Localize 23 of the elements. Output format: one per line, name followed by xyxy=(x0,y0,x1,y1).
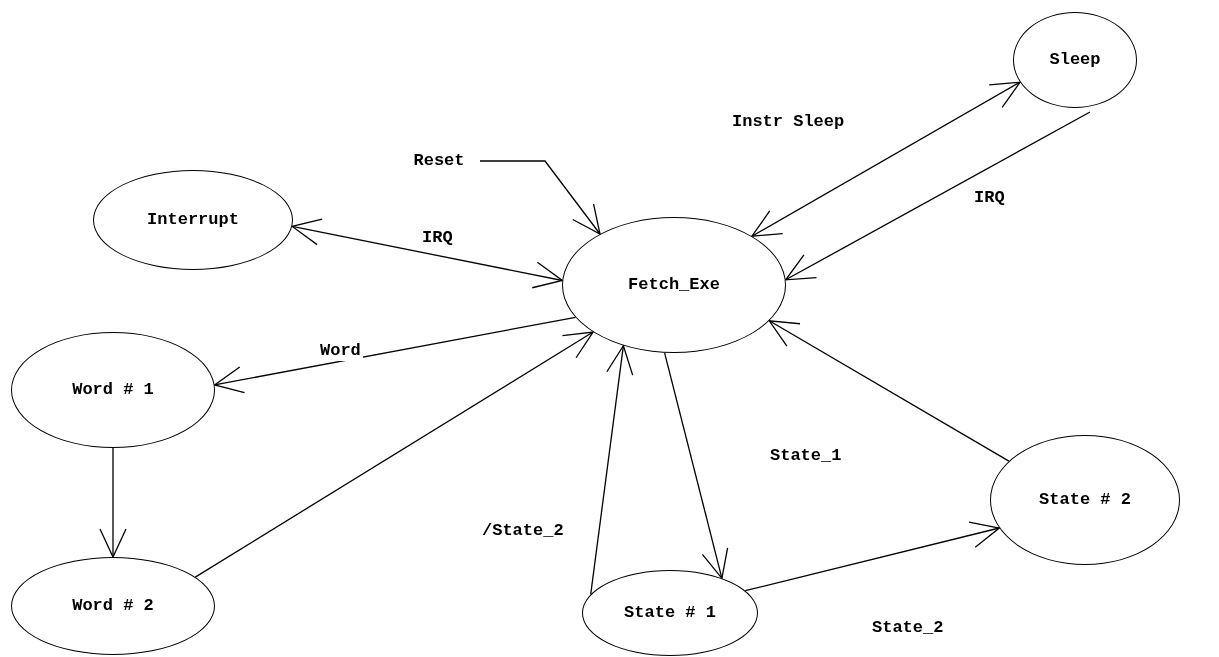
arrow xyxy=(751,81,1021,237)
state-ellipse: Sleep xyxy=(1013,12,1137,108)
arrow xyxy=(99,447,127,558)
input-label: Reset xyxy=(398,150,480,172)
state-ellipse: Word # 2 xyxy=(11,557,215,655)
arrow xyxy=(479,160,601,235)
arrow xyxy=(768,320,1010,462)
state-ellipse: Word # 1 xyxy=(11,332,215,448)
state-ellipse: State # 2 xyxy=(990,435,1180,565)
edge-label: IRQ xyxy=(972,188,1007,208)
arrow xyxy=(590,345,634,595)
state-ellipse: Fetch_Exe xyxy=(562,217,786,353)
arrow xyxy=(785,111,1091,281)
arrow xyxy=(213,316,577,394)
edge-label: Instr Sleep xyxy=(730,112,847,132)
arrow xyxy=(291,218,563,289)
state-ellipse: Interrupt xyxy=(93,170,293,270)
state-ellipse: State # 1 xyxy=(582,570,758,656)
edge-label: IRQ xyxy=(420,228,455,248)
arrow xyxy=(744,521,1000,592)
edge-label: Word xyxy=(318,341,363,361)
arrow xyxy=(194,331,594,578)
arrow xyxy=(663,352,729,579)
